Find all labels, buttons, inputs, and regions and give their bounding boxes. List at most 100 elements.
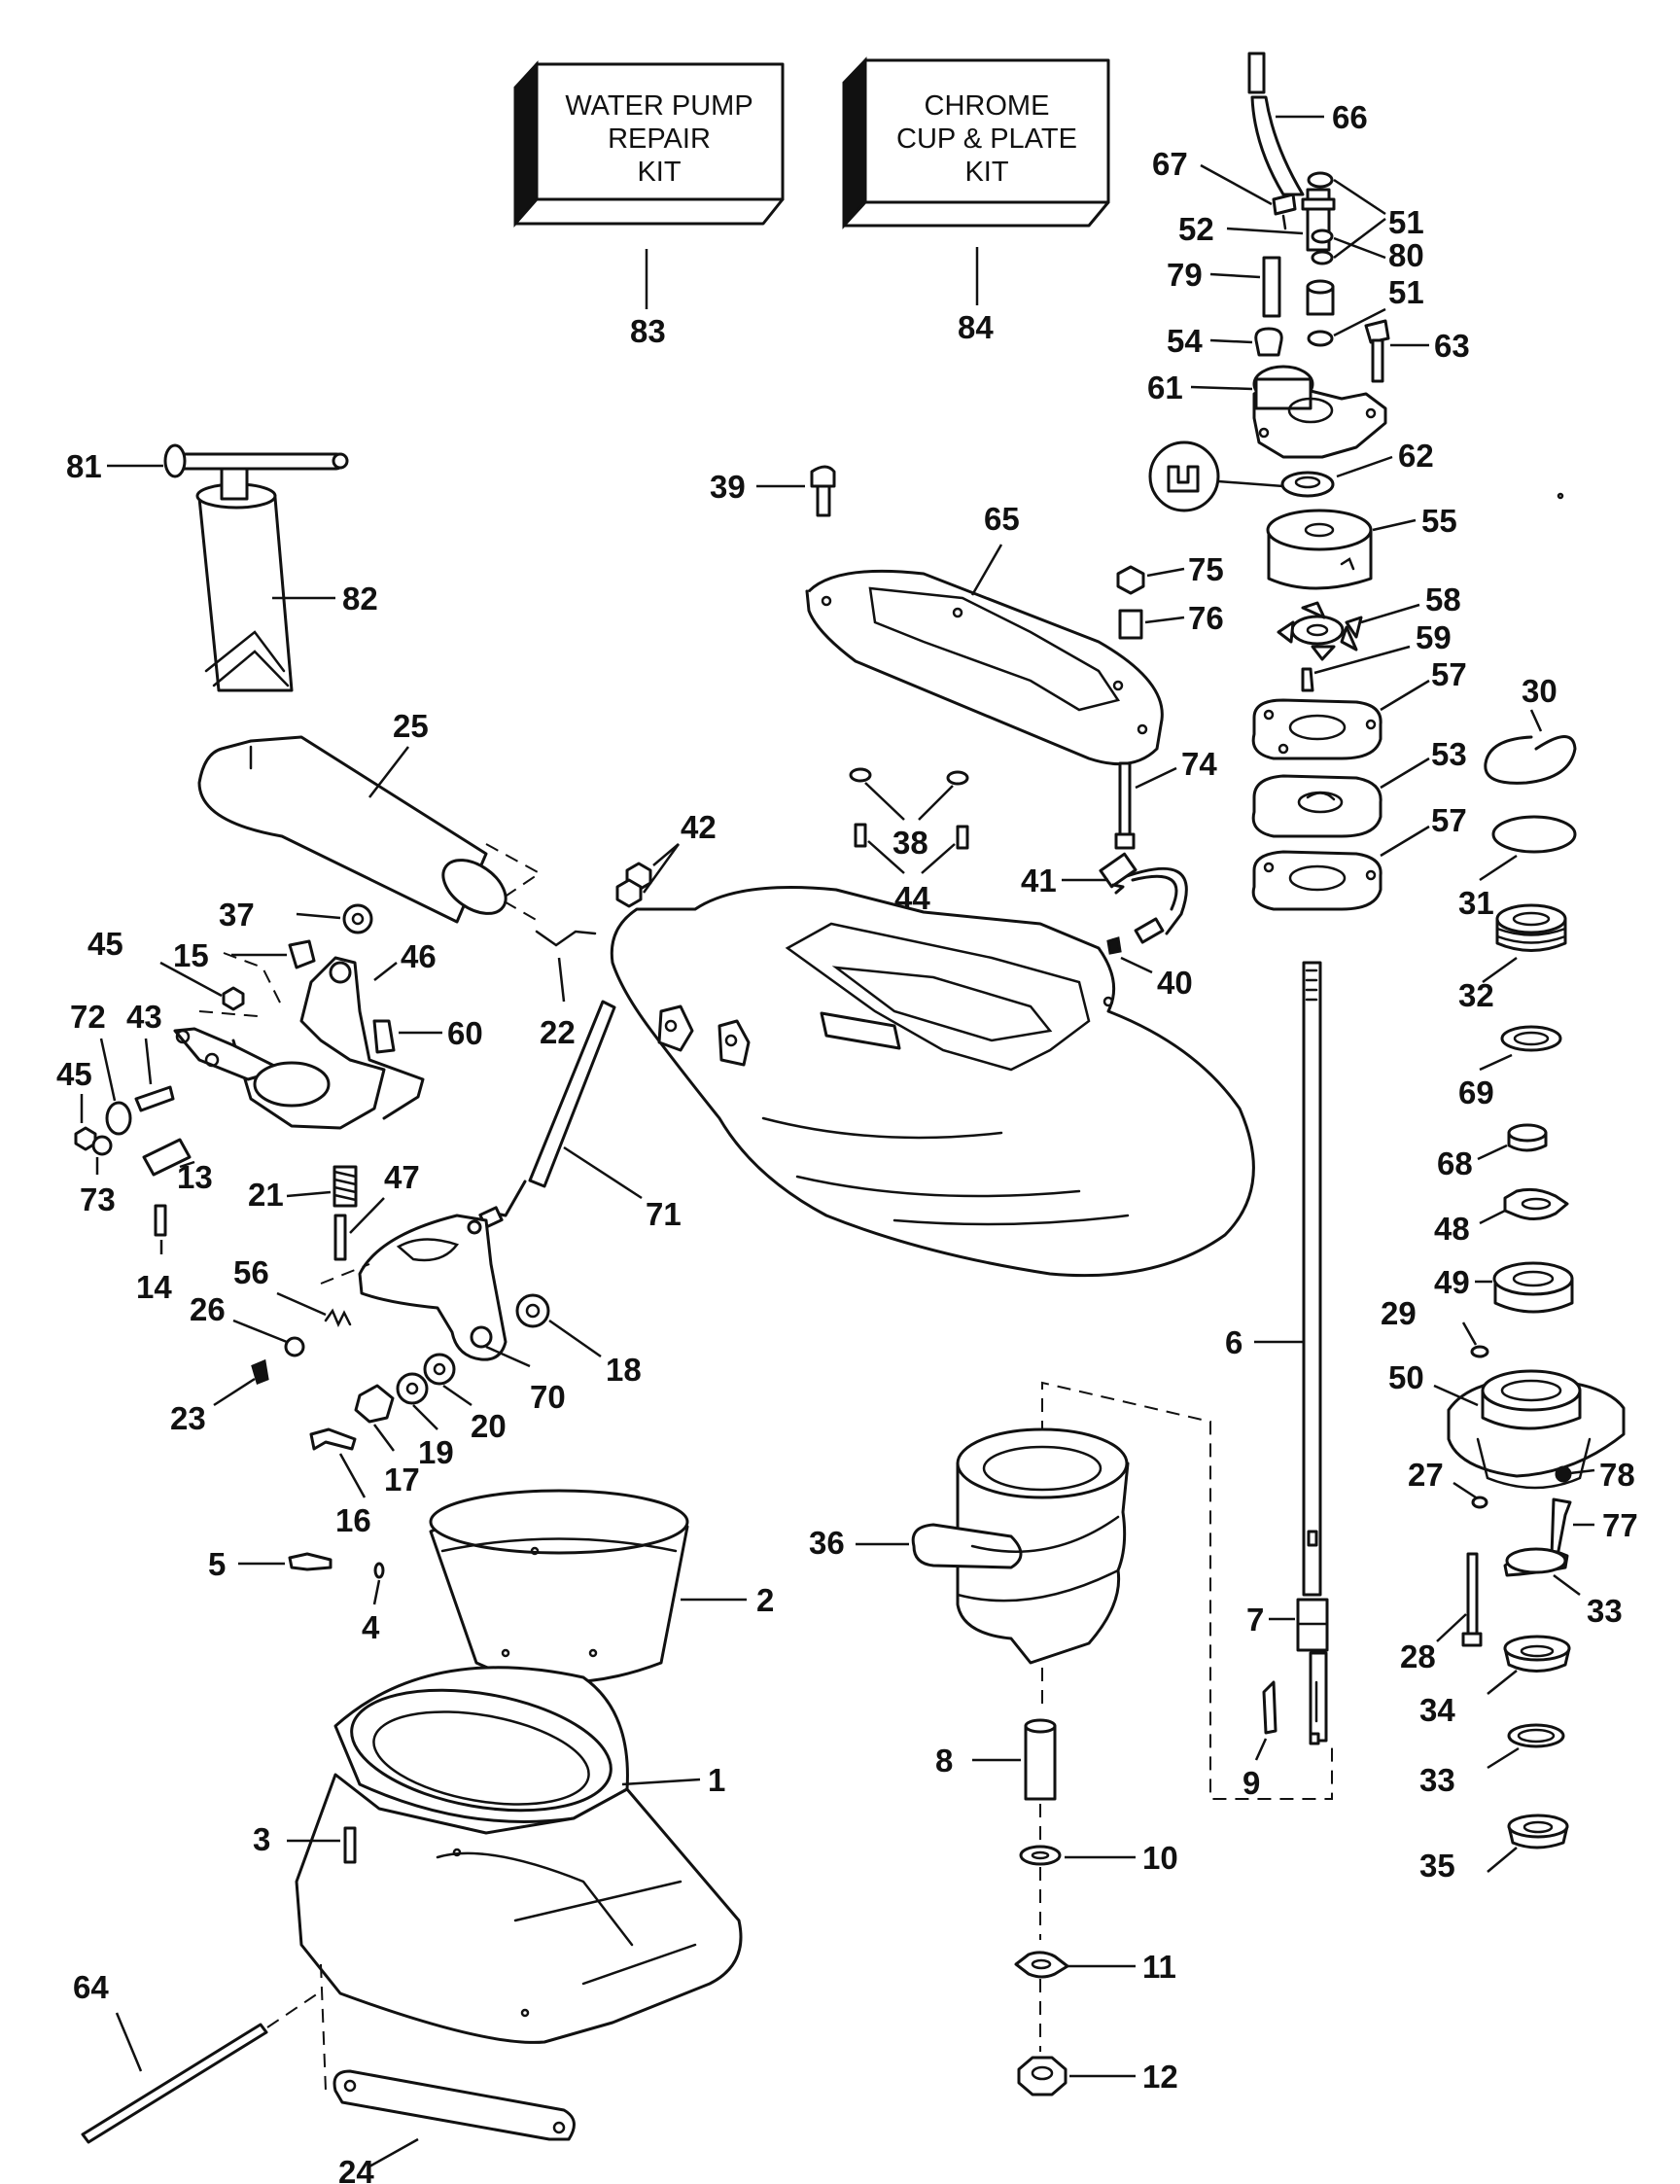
intake-housing	[610, 886, 1255, 1278]
callout-6: 6	[1225, 1324, 1242, 1360]
callout-14: 14	[136, 1269, 172, 1305]
callout-58: 58	[1425, 581, 1461, 617]
callout-16: 16	[335, 1502, 371, 1538]
callout-39: 39	[710, 469, 746, 505]
callout-57-upper: 57	[1431, 656, 1467, 692]
water-pump-repair-kit-box: WATER PUMP REPAIR KIT	[513, 60, 785, 228]
callout-69: 69	[1458, 1074, 1494, 1110]
callout-76: 76	[1188, 600, 1224, 636]
callout-45-upper: 45	[88, 926, 123, 962]
kit-84-line-1: CHROME	[925, 90, 1050, 122]
callout-37: 37	[219, 897, 255, 933]
water-pump-housing	[1252, 365, 1387, 459]
callout-78: 78	[1599, 1457, 1635, 1493]
callout-30: 30	[1522, 673, 1558, 709]
callout-10: 10	[1142, 1840, 1178, 1876]
callout-35: 35	[1419, 1848, 1455, 1884]
impeller	[1277, 601, 1363, 661]
callout-51-lower: 51	[1388, 274, 1424, 310]
callout-32: 32	[1458, 977, 1494, 1013]
callout-47: 47	[384, 1159, 420, 1195]
callout-45-lower: 45	[56, 1056, 92, 1092]
kit-83-line-1: WATER PUMP	[565, 90, 752, 122]
steering-nozzle	[429, 1489, 689, 1684]
callout-56: 56	[233, 1254, 269, 1290]
callout-9: 9	[1242, 1765, 1260, 1801]
callout-49: 49	[1434, 1264, 1470, 1300]
callout-66: 66	[1332, 99, 1368, 135]
callout-5: 5	[208, 1546, 226, 1582]
callout-27: 27	[1408, 1457, 1444, 1493]
callout-15: 15	[173, 937, 209, 973]
callout-25: 25	[393, 708, 429, 744]
callout-60: 60	[447, 1015, 483, 1051]
callout-38: 38	[892, 825, 928, 861]
callout-46: 46	[401, 938, 437, 974]
kit-84-line-3: KIT	[964, 157, 1008, 188]
callout-64: 64	[73, 1969, 109, 2005]
callout-74: 74	[1181, 746, 1217, 782]
callout-71: 71	[646, 1196, 682, 1232]
callout-81: 81	[66, 448, 102, 484]
callout-84: 84	[958, 309, 994, 345]
callout-77: 77	[1602, 1507, 1638, 1543]
callout-31: 31	[1458, 885, 1494, 921]
callout-51-upper: 51	[1388, 204, 1424, 240]
callout-63: 63	[1434, 328, 1470, 364]
grease-gun	[163, 443, 349, 692]
callout-18: 18	[606, 1352, 642, 1388]
callout-22: 22	[540, 1014, 576, 1050]
callout-23: 23	[170, 1400, 206, 1436]
callout-12: 12	[1142, 2059, 1178, 2095]
callout-41: 41	[1021, 863, 1057, 898]
callout-8: 8	[935, 1743, 953, 1779]
callout-13: 13	[177, 1159, 213, 1195]
callout-68: 68	[1437, 1145, 1473, 1181]
callout-61: 61	[1147, 370, 1183, 405]
callout-40: 40	[1157, 965, 1193, 1001]
chrome-cup-plate-kit-box: CHROME CUP & PLATE KIT	[842, 56, 1110, 229]
callout-3: 3	[253, 1821, 270, 1857]
kit-83-line-3: KIT	[637, 157, 681, 188]
intake-tube	[197, 735, 508, 924]
callout-59: 59	[1416, 619, 1452, 655]
callout-43: 43	[126, 999, 162, 1035]
callout-55: 55	[1421, 503, 1457, 539]
callout-7: 7	[1246, 1602, 1264, 1638]
callout-79: 79	[1167, 257, 1203, 293]
callout-42: 42	[681, 809, 717, 845]
callout-2: 2	[756, 1582, 774, 1618]
callout-33-lower: 33	[1419, 1762, 1455, 1798]
callout-73: 73	[80, 1181, 116, 1217]
impeller-housing	[1266, 509, 1373, 590]
callout-29: 29	[1381, 1295, 1417, 1331]
driveshaft	[1296, 961, 1329, 1745]
callout-83: 83	[630, 313, 666, 349]
callout-21: 21	[248, 1177, 284, 1213]
callout-4: 4	[362, 1609, 380, 1645]
callout-52: 52	[1178, 211, 1214, 247]
ride-plate	[805, 569, 1164, 766]
callout-1: 1	[708, 1762, 725, 1798]
callout-33-upper: 33	[1587, 1593, 1623, 1629]
callout-70: 70	[530, 1379, 566, 1415]
bearing-housing	[1447, 1369, 1626, 1490]
kit-83-line-2: REPAIR	[608, 123, 711, 155]
callout-50: 50	[1388, 1359, 1424, 1395]
callout-11: 11	[1142, 1949, 1176, 1985]
callout-17: 17	[384, 1462, 420, 1497]
callout-82: 82	[342, 581, 378, 616]
callout-36: 36	[809, 1525, 845, 1561]
callout-24: 24	[338, 2154, 374, 2184]
callout-75: 75	[1188, 551, 1224, 587]
pump-outlet-housing	[295, 1666, 743, 2044]
callout-65: 65	[984, 501, 1020, 537]
callout-54: 54	[1167, 323, 1203, 359]
kit-84-line-2: CUP & PLATE	[896, 123, 1077, 155]
callout-19: 19	[418, 1434, 454, 1470]
jet-impeller	[911, 1427, 1130, 1665]
callout-48: 48	[1434, 1211, 1470, 1247]
callout-57-lower: 57	[1431, 802, 1467, 838]
callout-20: 20	[471, 1408, 507, 1444]
